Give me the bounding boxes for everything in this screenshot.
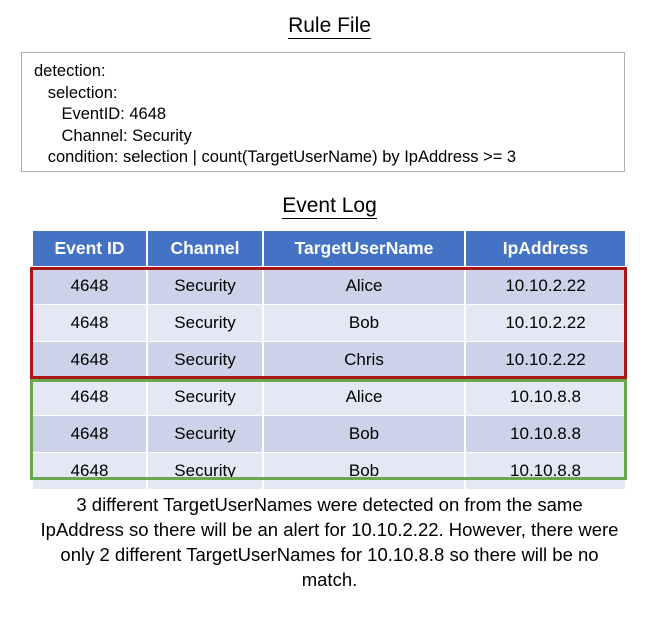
column-header-channel: Channel [147,231,264,268]
table-row: 4648 Security Bob 10.10.2.22 [33,304,625,342]
cell-target-user-name: Alice [263,267,466,305]
table-row: 4648 Security Alice 10.10.2.22 [33,267,625,305]
cell-channel: Security [147,378,264,416]
cell-target-user-name: Bob [263,415,466,453]
cell-event-id: 4648 [33,452,148,490]
cell-ip-address: 10.10.8.8 [465,415,625,453]
table-row: 4648 Security Chris 10.10.2.22 [33,341,625,379]
cell-event-id: 4648 [33,415,148,453]
cell-ip-address: 10.10.8.8 [465,452,625,490]
cell-event-id: 4648 [33,267,148,305]
table-row: 4648 Security Bob 10.10.8.8 [33,452,625,490]
cell-channel: Security [147,304,264,342]
cell-ip-address: 10.10.2.22 [465,304,625,342]
cell-channel: Security [147,341,264,379]
rule-file-title-text: Rule File [288,14,371,39]
cell-event-id: 4648 [33,304,148,342]
cell-ip-address: 10.10.8.8 [465,378,625,416]
event-log-title: Event Log [0,194,659,219]
cell-target-user-name: Bob [263,304,466,342]
cell-channel: Security [147,267,264,305]
event-log-table: Event ID Channel TargetUserName IpAddres… [33,231,625,490]
event-log-title-text: Event Log [282,194,377,219]
cell-event-id: 4648 [33,341,148,379]
cell-channel: Security [147,415,264,453]
explanation-caption: 3 different TargetUserNames were detecte… [40,494,619,590]
rule-file-title: Rule File [0,14,659,39]
rule-file-box: detection: selection: EventID: 4648 Chan… [21,52,625,172]
table-header-row: Event ID Channel TargetUserName IpAddres… [33,231,625,268]
cell-ip-address: 10.10.2.22 [465,267,625,305]
cell-channel: Security [147,452,264,490]
rule-file-code: detection: selection: EventID: 4648 Chan… [34,62,517,166]
cell-target-user-name: Bob [263,452,466,490]
cell-event-id: 4648 [33,378,148,416]
cell-ip-address: 10.10.2.22 [465,341,625,379]
column-header-event-id: Event ID [33,231,148,268]
table-row: 4648 Security Alice 10.10.8.8 [33,378,625,416]
cell-target-user-name: Alice [263,378,466,416]
column-header-target-user-name: TargetUserName [263,231,466,268]
column-header-ip-address: IpAddress [465,231,625,268]
cell-target-user-name: Chris [263,341,466,379]
table-row: 4648 Security Bob 10.10.8.8 [33,415,625,453]
event-log-table-wrapper: Event ID Channel TargetUserName IpAddres… [33,231,625,490]
